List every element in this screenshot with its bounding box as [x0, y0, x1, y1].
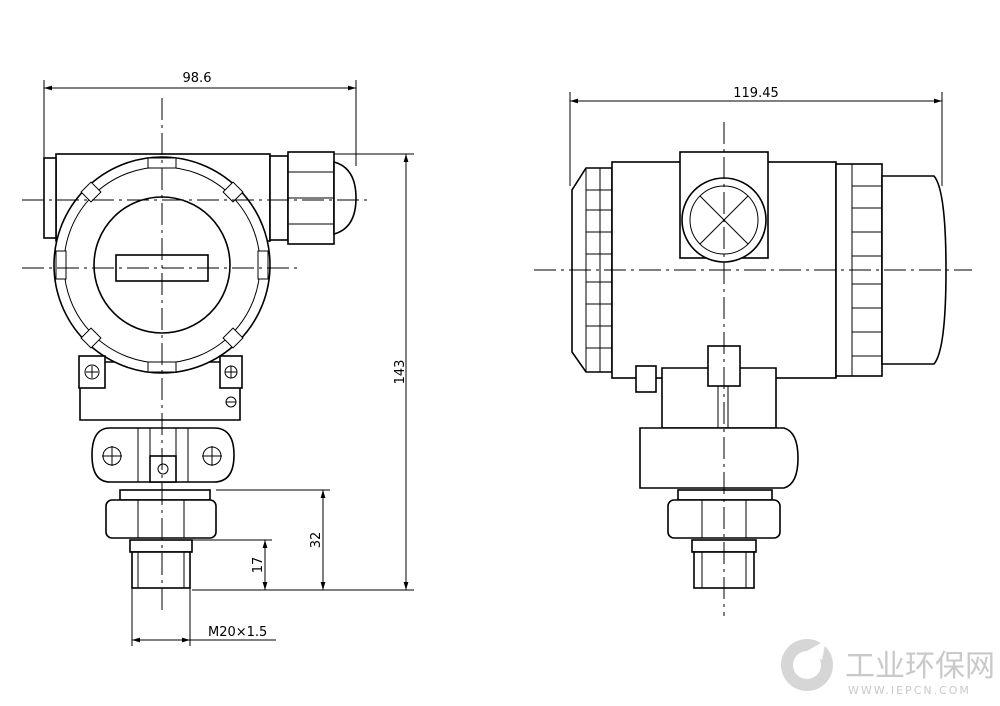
ground-terminal-right: [219, 355, 243, 408]
dim-height-32: 32: [309, 532, 324, 549]
side-dimensions: 119.45: [569, 86, 943, 186]
housing-left-cap: [43, 157, 57, 239]
front-view: [22, 98, 372, 612]
ground-terminal-left: [78, 355, 106, 389]
watermark: 工业环保网 WWW.IEPCN.COM: [781, 639, 995, 697]
dim-front-width: 98.6: [183, 71, 212, 86]
side-flange: [639, 427, 799, 489]
dim-side-width: 119.45: [733, 86, 779, 101]
dim-thread: M20×1.5: [208, 625, 267, 640]
watermark-logo: [781, 639, 833, 691]
thread-connector: [129, 539, 193, 589]
side-view: [534, 122, 972, 616]
flange-bolts: [102, 427, 222, 483]
watermark-url: WWW.IEPCN.COM: [848, 684, 971, 697]
cable-gland: [269, 151, 357, 245]
dim-height-17: 17: [251, 557, 266, 574]
watermark-name: 工业环保网: [845, 649, 995, 684]
hex-nut: [105, 489, 217, 539]
side-clip: [635, 365, 657, 393]
dim-total-height: 143: [393, 360, 408, 385]
front-dimensions: 98.6 143 32 17 M20×1.5: [43, 71, 414, 646]
process-flange: [91, 427, 235, 483]
